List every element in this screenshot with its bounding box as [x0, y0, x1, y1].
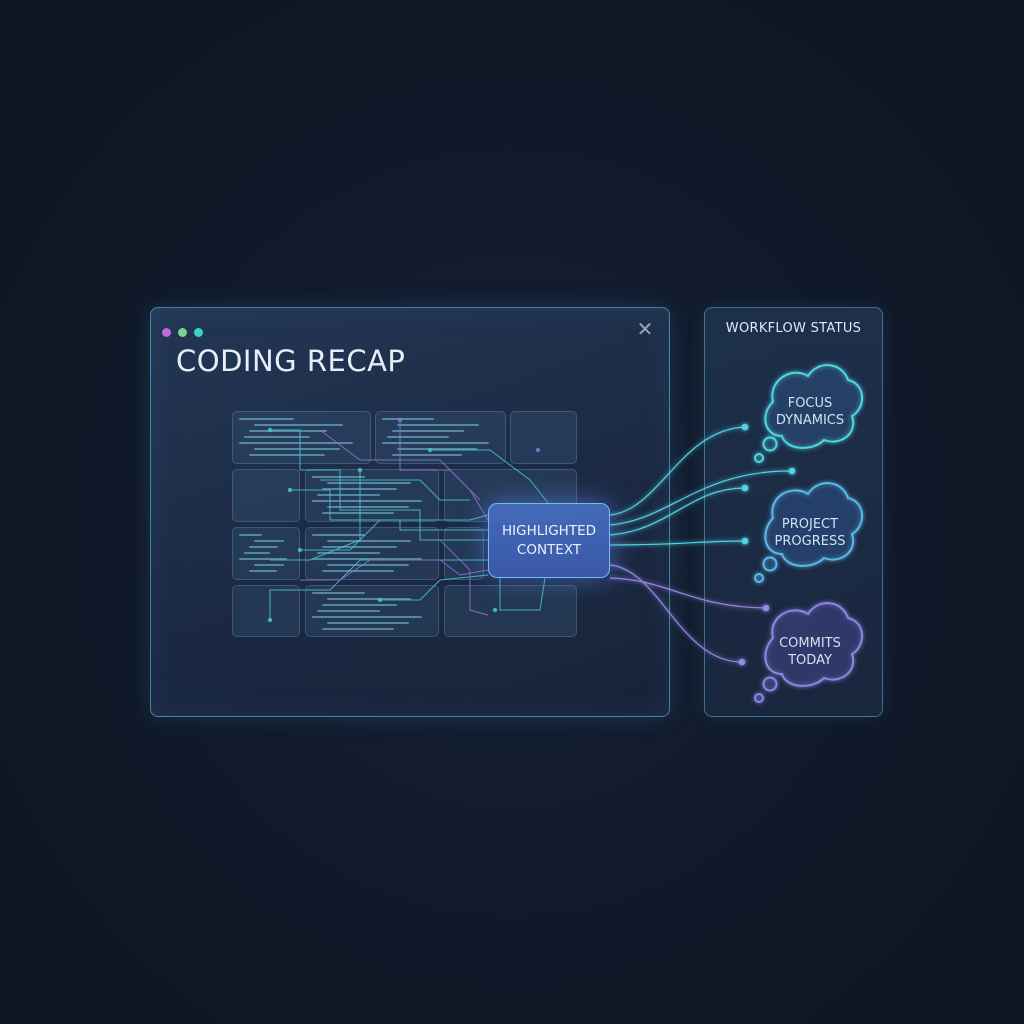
bubble-label-line: DYNAMICS: [775, 413, 845, 428]
code-line: [317, 552, 381, 554]
code-line: [387, 436, 449, 438]
window-control-dot-green[interactable]: [178, 328, 187, 337]
code-line: [254, 448, 341, 450]
code-tile: [444, 585, 577, 637]
code-line: [382, 442, 489, 444]
code-line: [249, 454, 325, 456]
code-line: [312, 476, 366, 478]
code-tile: [510, 411, 577, 464]
code-line: [322, 628, 395, 630]
code-line: [312, 592, 366, 594]
bubble-label-line: COMMITS: [779, 636, 841, 651]
code-line: [254, 540, 285, 542]
code-line: [312, 534, 366, 536]
bubble-label-line: FOCUS: [787, 396, 833, 411]
panel-title: WORKFLOW STATUS: [725, 321, 862, 336]
bubble-commits-today[interactable]: COMMITS TODAY: [760, 635, 860, 669]
context-line-2: CONTEXT: [516, 541, 582, 558]
code-line: [249, 570, 278, 572]
code-tile: [444, 527, 484, 580]
code-line: [392, 430, 465, 432]
code-line: [397, 424, 479, 426]
close-icon[interactable]: ✕: [636, 317, 654, 341]
bubble-project-progress[interactable]: PROJECT PROGRESS: [760, 516, 860, 550]
code-line: [254, 424, 343, 426]
code-line: [327, 540, 412, 542]
code-tile: [232, 527, 300, 580]
code-line: [322, 546, 397, 548]
code-line: [322, 604, 397, 606]
bubble-label-line: PROJECT: [781, 517, 839, 532]
highlighted-context-box[interactable]: HIGHLIGHTED CONTEXT: [488, 503, 610, 578]
code-line: [327, 564, 410, 566]
code-line: [327, 506, 410, 508]
code-line: [239, 442, 354, 444]
code-line: [327, 622, 410, 624]
code-tile: [232, 469, 300, 522]
code-line: [317, 494, 381, 496]
code-line: [397, 448, 477, 450]
code-tile: [232, 411, 371, 464]
window-control-dot-purple[interactable]: [162, 328, 171, 337]
code-line: [249, 546, 278, 548]
code-line: [327, 482, 412, 484]
code-line: [239, 534, 263, 536]
bubble-focus-dynamics[interactable]: FOCUS DYNAMICS: [760, 395, 860, 429]
window-control-dot-teal[interactable]: [194, 328, 203, 337]
code-line: [382, 418, 434, 420]
code-line: [392, 454, 463, 456]
code-line: [254, 564, 284, 566]
code-line: [322, 488, 397, 490]
code-tile: [232, 585, 300, 637]
code-tile: [305, 527, 439, 580]
code-line: [244, 436, 311, 438]
code-line: [312, 616, 422, 618]
code-tile: [375, 411, 506, 464]
code-line: [239, 558, 288, 560]
page-title: CODING RECAP: [176, 344, 406, 378]
code-line: [327, 598, 412, 600]
code-tile: [305, 585, 439, 637]
code-line: [244, 552, 271, 554]
code-line: [312, 558, 422, 560]
code-line: [322, 512, 395, 514]
code-tile: [305, 469, 439, 522]
code-line: [322, 570, 395, 572]
code-line: [317, 610, 381, 612]
context-line-1: HIGHLIGHTED: [501, 522, 597, 539]
code-line: [312, 500, 422, 502]
bubble-label-line: PROGRESS: [774, 534, 846, 549]
bubble-label-line: TODAY: [788, 653, 832, 668]
code-line: [239, 418, 295, 420]
code-line: [249, 430, 327, 432]
